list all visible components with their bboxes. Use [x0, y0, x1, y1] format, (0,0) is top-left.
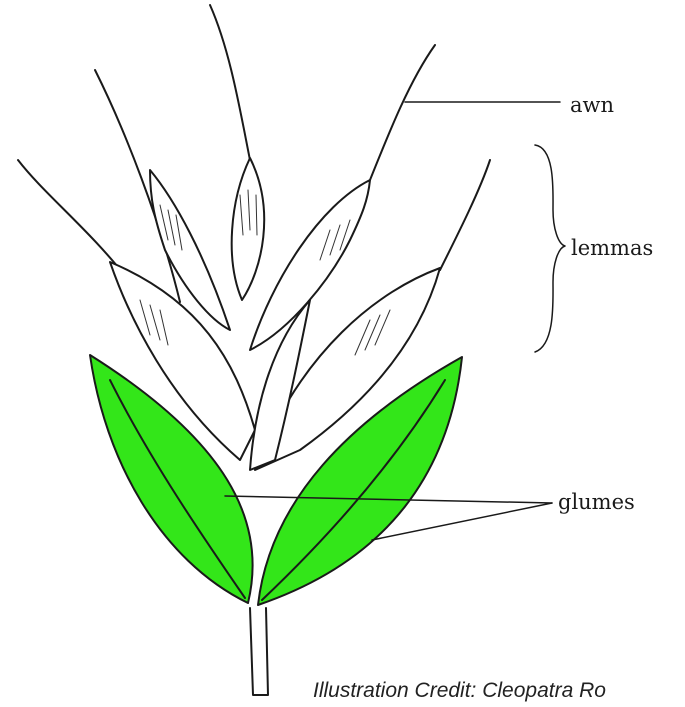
illustration-credit: Illustration Credit: Cleopatra Ro — [313, 679, 606, 703]
stem — [250, 608, 268, 695]
awn-right-inner — [370, 45, 435, 180]
awn-label: awn — [570, 95, 614, 116]
glumes-label: glumes — [558, 492, 635, 513]
lemmas-label: lemmas — [571, 238, 653, 259]
awn-right-outer — [440, 160, 490, 270]
lemmas-brace — [535, 145, 565, 352]
awn-center — [210, 5, 250, 160]
awn-left-inner — [95, 70, 180, 302]
lemma-center-top — [232, 158, 264, 300]
